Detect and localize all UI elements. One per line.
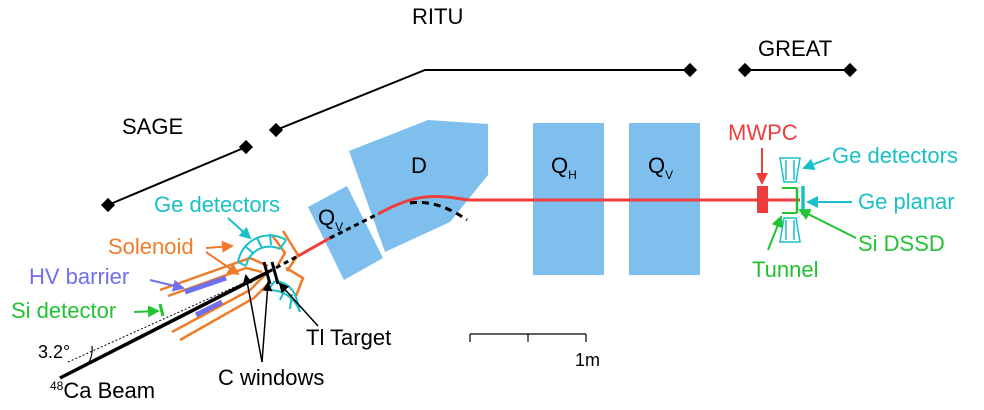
solenoid-arrow-1	[205, 240, 234, 253]
ge-detectors-left-arrow	[227, 217, 252, 240]
mwpc-detector	[757, 186, 768, 213]
scale-bar	[469, 333, 587, 342]
tunnel-arrow	[767, 215, 783, 251]
tl-target	[262, 261, 280, 285]
focal-plane-ge-detector-bottom	[779, 217, 801, 243]
c-windows-label: C windows	[218, 365, 324, 390]
angle-arc	[87, 345, 93, 365]
unselected-path-dashed	[409, 200, 468, 222]
qv-magnet-left	[308, 186, 383, 280]
hv-barrier-label: HV barrier	[29, 264, 129, 289]
si-dssd-arrow	[798, 209, 857, 239]
tl-target-arrow	[278, 282, 319, 327]
focal-plane-ge-detector-top	[779, 157, 801, 183]
primary-beam	[59, 270, 269, 380]
ritu-span	[268, 62, 698, 138]
scale-label: 1m	[575, 350, 600, 370]
c-windows-arrow-2	[242, 274, 263, 363]
recoil-path-main	[377, 195, 757, 216]
ritu-label: RITU	[412, 4, 463, 29]
solenoid-label: Solenoid	[108, 234, 194, 259]
ge-detectors-left-label: Ge detectors	[154, 192, 280, 217]
great-span	[737, 62, 858, 78]
recoil-path-dashed-sage	[267, 254, 299, 274]
ge-detectors-right-arrow	[802, 157, 831, 171]
hv-barrier-lower	[194, 299, 224, 318]
tunnel-detectors	[782, 187, 797, 214]
solenoid-arrow-2	[205, 251, 240, 276]
si-detector-label: Si detector	[11, 298, 116, 323]
qv-right-label: QV	[648, 153, 673, 182]
sage-label: SAGE	[122, 114, 183, 139]
si-detector-element	[158, 303, 165, 317]
beam-reference-line	[67, 271, 269, 363]
beam-label: 48Ca Beam	[50, 378, 155, 403]
si-detector-arrow	[133, 305, 160, 318]
si-dssd-label: Si DSSD	[858, 231, 945, 256]
qv-left-label: QV	[318, 205, 343, 234]
recoil-path-red	[297, 236, 331, 258]
angle-label: 3.2°	[38, 342, 70, 362]
hv-barrier	[184, 275, 227, 295]
tunnel-label: Tunnel	[752, 257, 818, 282]
qh-label: QH	[551, 153, 577, 182]
dipole-magnet	[349, 120, 488, 252]
mwpc-label: MWPC	[728, 120, 798, 145]
tl-target-label: Tl Target	[306, 325, 391, 350]
dipole-label: D	[411, 153, 427, 178]
c-windows-arrow	[261, 281, 273, 363]
ge-detectors-right-label: Ge detectors	[832, 143, 958, 168]
ge-planar-label: Ge planar	[858, 189, 955, 214]
great-label: GREAT	[758, 36, 832, 61]
hv-barrier-arrow	[149, 279, 185, 292]
